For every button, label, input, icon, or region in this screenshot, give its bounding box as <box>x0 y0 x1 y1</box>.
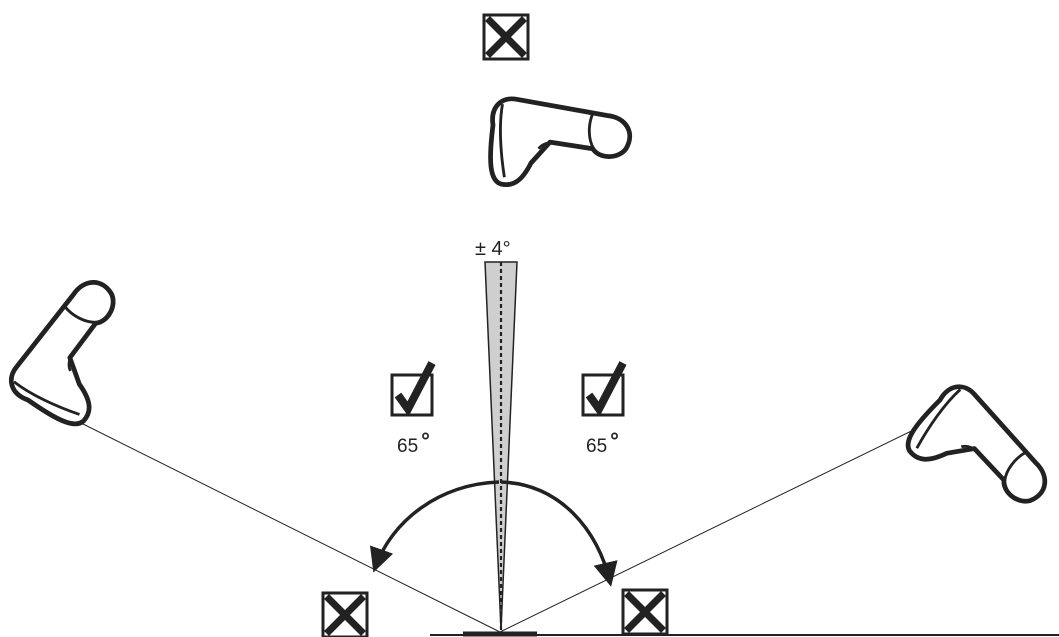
right-angle-arrow <box>500 480 618 587</box>
right-angle-degree: ° <box>610 428 619 453</box>
barcode-scanner-icon <box>491 99 630 185</box>
tolerance-label: ± 4° <box>475 238 511 260</box>
check-box-icon <box>581 361 627 417</box>
left-angle-degree: ° <box>421 428 430 453</box>
check-box-icon <box>390 361 436 417</box>
x-box-icon <box>621 588 669 636</box>
x-box-icon <box>321 591 369 637</box>
right-angle-label: 65° <box>586 428 619 457</box>
left-limit-line <box>74 419 501 633</box>
x-box-icon <box>482 13 530 61</box>
right-limit-line <box>499 417 939 633</box>
left-angle-value: 65 <box>397 436 418 457</box>
right-angle-value: 65 <box>586 436 607 457</box>
left-angle-label: 65° <box>397 428 430 457</box>
left-angle-arrow <box>370 480 500 573</box>
barcode-scanner-icon <box>901 378 1059 531</box>
barcode-scanner-icon <box>4 267 145 430</box>
